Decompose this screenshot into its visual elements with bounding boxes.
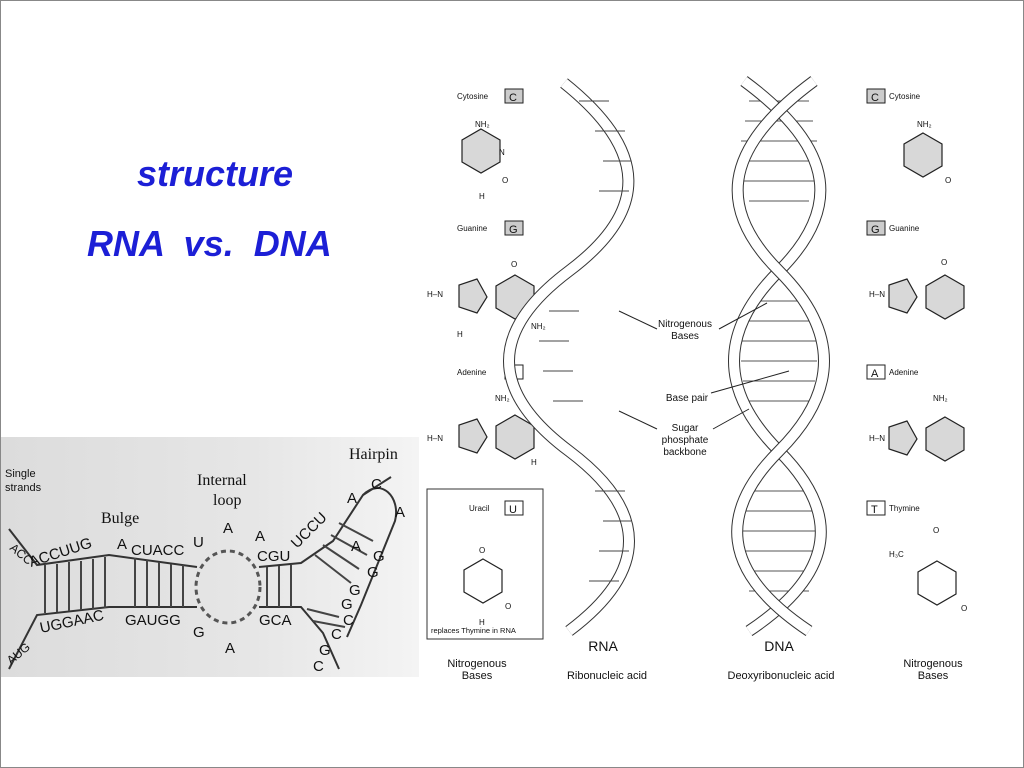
uracil-o-2: O [505,602,511,611]
right-guanine-hn: H–N [869,290,885,299]
loop-bottom-base-1: G [193,624,205,641]
slide-title-rna-vs-dna: RNA vs. DNA [87,223,332,264]
strand-bottom-2: GAUGG [125,612,181,629]
cytosine-n: N [499,148,505,157]
callout-lines [618,302,790,430]
callout-nitrogenous-2: Bases [671,331,699,342]
left-base-name-cytosine: Cytosine [457,92,489,101]
right-base-letter-g: G [871,224,880,236]
caption-rna-full: Ribonucleic acid [567,670,647,682]
rna-dna-comparison-figure: Cytosine C NH₂ N O H Guanine G H–N O NH₂… [419,71,1019,691]
hairpin-base-1: A [347,490,357,507]
comparison-figure-svg: Cytosine C NH₂ N O H Guanine G H–N O NH₂… [426,76,967,682]
adenine-h: H [531,458,537,467]
loop-top-base-2: A [223,520,233,537]
hairpin-base-2: C [371,476,382,493]
hairpin-down-3: G [367,564,379,581]
caption-rna: RNA [588,638,618,654]
cytosine-nh2: NH₂ [475,120,490,129]
caption-dna: DNA [764,638,794,654]
guanine-hn: H–N [427,290,443,299]
uracil-h: H [479,618,485,627]
label-bulge: Bulge [101,510,139,527]
strand-top-2: CUACC [131,542,185,559]
left-base-letter-u: U [509,504,517,516]
bulge-base: A [117,536,127,553]
base-pair-rungs [44,522,374,628]
guanine-o: O [511,260,517,269]
rna-secondary-structure-panel: Single strands Bulge Internal loop Hairp… [1,437,419,677]
right-guanine-o: O [941,258,947,267]
hairpin-down-1: A [351,538,361,555]
label-single-strands-1: Single [5,468,36,480]
label-internal-loop-2: loop [213,492,241,509]
caption-bases-right-1: Nitrogenous [903,658,963,670]
right-cytosine-o: O [945,176,951,185]
cytosine-o: O [502,176,508,185]
loop-top-base-3: A [255,528,265,545]
cytosine-h: H [479,192,485,201]
rna-helix [503,78,635,636]
adenine-hn: H–N [427,434,443,443]
left-base-letter-c: C [509,92,517,104]
hairpin-down-4: G [349,582,361,599]
right-bases-column: C Cytosine NH₂ O G Guanine H–N O A Adeni… [866,88,967,613]
strand-top-left: ACCUUG [27,535,94,571]
right-base-letter-a: A [871,368,879,380]
thymine-h3c: H₃C [889,550,904,559]
loop-top-base-1: U [193,534,204,551]
callout-sugar-2: phosphate [662,435,709,446]
right-cytosine-nh2: NH₂ [917,120,932,129]
guanine-nh2: NH₂ [531,322,546,331]
hairpin-down-2: G [373,548,385,565]
callout-labels: Nitrogenous Bases Base pair Sugar phosph… [658,319,712,458]
thymine-o-2: O [961,604,967,613]
hairpin-down-6: C [343,612,354,629]
hairpin-down-5: G [341,596,353,613]
right-base-letter-t: T [871,504,878,516]
strand-bottom-3: GCA [259,612,292,629]
caption-bases-left-1: Nitrogenous [447,658,507,670]
rna-secondary-structure-diagram: Single strands Bulge Internal loop Hairp… [4,446,405,675]
right-base-name-adenine: Adenine [889,368,919,377]
strand-top-3: CGU [257,548,290,565]
left-bases-column: Cytosine C NH₂ N O H Guanine G H–N O NH₂… [426,88,546,640]
caption-bases-right-2: Bases [918,670,949,682]
uracil-note: replaces Thymine in RNA [431,626,516,635]
label-hairpin: Hairpin [349,446,398,463]
loop-bottom-base-2: A [225,640,235,657]
slide-title-structure: structure [137,153,294,194]
uracil-o: O [479,546,485,555]
hairpin-down-8: G [319,642,331,659]
hairpin-base-3: A [395,504,405,521]
callout-sugar-1: Sugar [672,423,699,434]
right-adenine-hn: H–N [869,434,885,443]
caption-bases-left-2: Bases [462,670,493,682]
right-base-letter-c: C [871,92,879,104]
right-base-name-cytosine: Cytosine [889,92,921,101]
callout-base-pair: Base pair [666,393,709,404]
thymine-o: O [933,526,939,535]
left-base-name-adenine: Adenine [457,368,487,377]
strand-bottom-end: AUG [4,640,33,667]
internal-loop-shape [194,549,262,625]
right-base-name-thymine: Thymine [889,504,920,513]
left-base-name-guanine: Guanine [457,224,488,233]
callout-sugar-3: backbone [663,447,707,458]
guanine-h: H [457,330,463,339]
figure-captions: RNA DNA Nitrogenous Bases Ribonucleic ac… [447,638,963,682]
left-base-name-uracil: Uracil [469,504,490,513]
label-internal-loop-1: Internal [197,472,247,489]
hairpin-down-7: C [331,626,342,643]
hairpin-down-9: C [313,658,324,675]
right-base-name-guanine: Guanine [889,224,920,233]
label-single-strands-2: strands [5,482,42,494]
dna-double-helix [728,76,830,636]
right-adenine-nh2: NH₂ [933,394,948,403]
callout-nitrogenous-1: Nitrogenous [658,319,712,330]
adenine-nh2: NH₂ [495,394,510,403]
left-base-letter-g: G [509,224,518,236]
caption-dna-full: Deoxyribonucleic acid [728,670,835,682]
